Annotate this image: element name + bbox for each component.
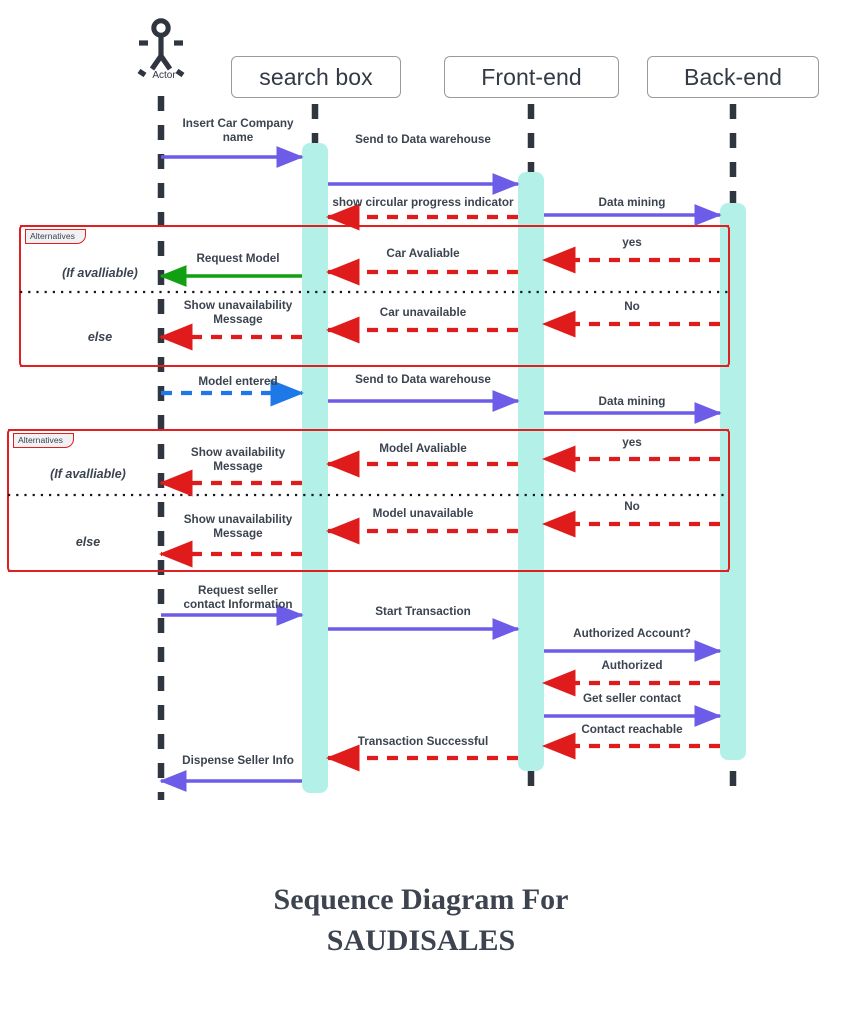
actor-label: Actor xyxy=(152,70,176,81)
message-label-get-seller-contact: Get seller contact xyxy=(582,692,682,705)
message-label-show-circular-progress-indicator: show circular progress indicator xyxy=(332,196,514,209)
message-label-send-to-data-warehouse-1: Send to Data warehouse xyxy=(355,133,491,146)
activation-bars-group xyxy=(302,143,746,793)
message-label-contact-reachable: Contact reachable xyxy=(581,723,683,736)
message-label-yes-1: yes xyxy=(622,236,642,249)
actor-head xyxy=(151,18,171,38)
activation-bar-back-end xyxy=(720,203,746,760)
participant-box-front-end[interactable]: Front-end xyxy=(444,56,619,98)
fragment-guard-alternatives-1-1: else xyxy=(87,330,113,344)
message-label-dispense-seller-info: Dispense Seller Info xyxy=(182,754,294,767)
message-label-data-mining-2: Data mining xyxy=(598,395,666,408)
message-label-authorized: Authorized xyxy=(601,659,663,672)
actor-leg-right xyxy=(158,54,173,71)
message-label-send-to-data-warehouse-2: Send to Data warehouse xyxy=(355,373,491,386)
message-label-no-2: No xyxy=(624,500,640,513)
message-label-insert-car-company-name: Insert Car Company name xyxy=(182,117,294,145)
message-label-yes-2: yes xyxy=(622,436,642,449)
message-label-request-model: Request Model xyxy=(196,252,280,265)
activation-bar-front-end xyxy=(518,172,544,771)
actor-foot-dash-left xyxy=(137,68,147,78)
message-label-show-unavailability-message-2: Show unavailability Message xyxy=(183,513,293,541)
actor-figure xyxy=(137,18,185,78)
fragment-tag-alternatives-1: Alternatives xyxy=(25,229,86,244)
activation-bar-search-box xyxy=(302,143,328,793)
fragment-tag-alternatives-2: Alternatives xyxy=(13,433,74,448)
participant-box-search-box[interactable]: search box xyxy=(231,56,401,98)
fragment-guard-alternatives-2-1: else xyxy=(75,535,101,549)
message-label-model-unavailable: Model unavailable xyxy=(372,507,474,520)
actor-foot-dash-right xyxy=(175,68,185,78)
message-label-car-unavailable: Car unavailable xyxy=(379,306,467,319)
message-label-data-mining-1: Data mining xyxy=(598,196,666,209)
message-label-model-avaliable: Model Avaliable xyxy=(379,442,467,455)
fragment-guard-alternatives-2-0: (If avalliable) xyxy=(50,467,126,481)
message-label-show-unavailability-message-1: Show unavailability Message xyxy=(183,299,293,327)
message-label-transaction-successful: Transaction Successful xyxy=(357,735,489,748)
message-label-car-avaliable: Car Avaliable xyxy=(386,247,460,260)
participant-label-front-end: Front-end xyxy=(481,63,582,90)
message-label-model-entered: Model entered xyxy=(198,375,278,388)
fragment-guard-alternatives-1-0: (If avalliable) xyxy=(62,266,138,280)
message-label-no-1: No xyxy=(624,300,640,313)
message-label-show-availability-message: Show availability Message xyxy=(190,446,286,474)
message-label-start-transaction: Start Transaction xyxy=(375,605,471,618)
page-title: Sequence Diagram For SAUDISALES xyxy=(273,883,569,957)
combined-fragments-group xyxy=(7,225,730,572)
participant-box-back-end[interactable]: Back-end xyxy=(647,56,819,98)
participant-label-search-box: search box xyxy=(259,63,373,90)
message-label-request-seller-contact-information: Request seller contact Information xyxy=(183,584,293,612)
participant-label-back-end: Back-end xyxy=(684,63,782,90)
messages-group xyxy=(158,146,722,792)
message-label-authorized-account: Authorized Account? xyxy=(573,627,691,640)
